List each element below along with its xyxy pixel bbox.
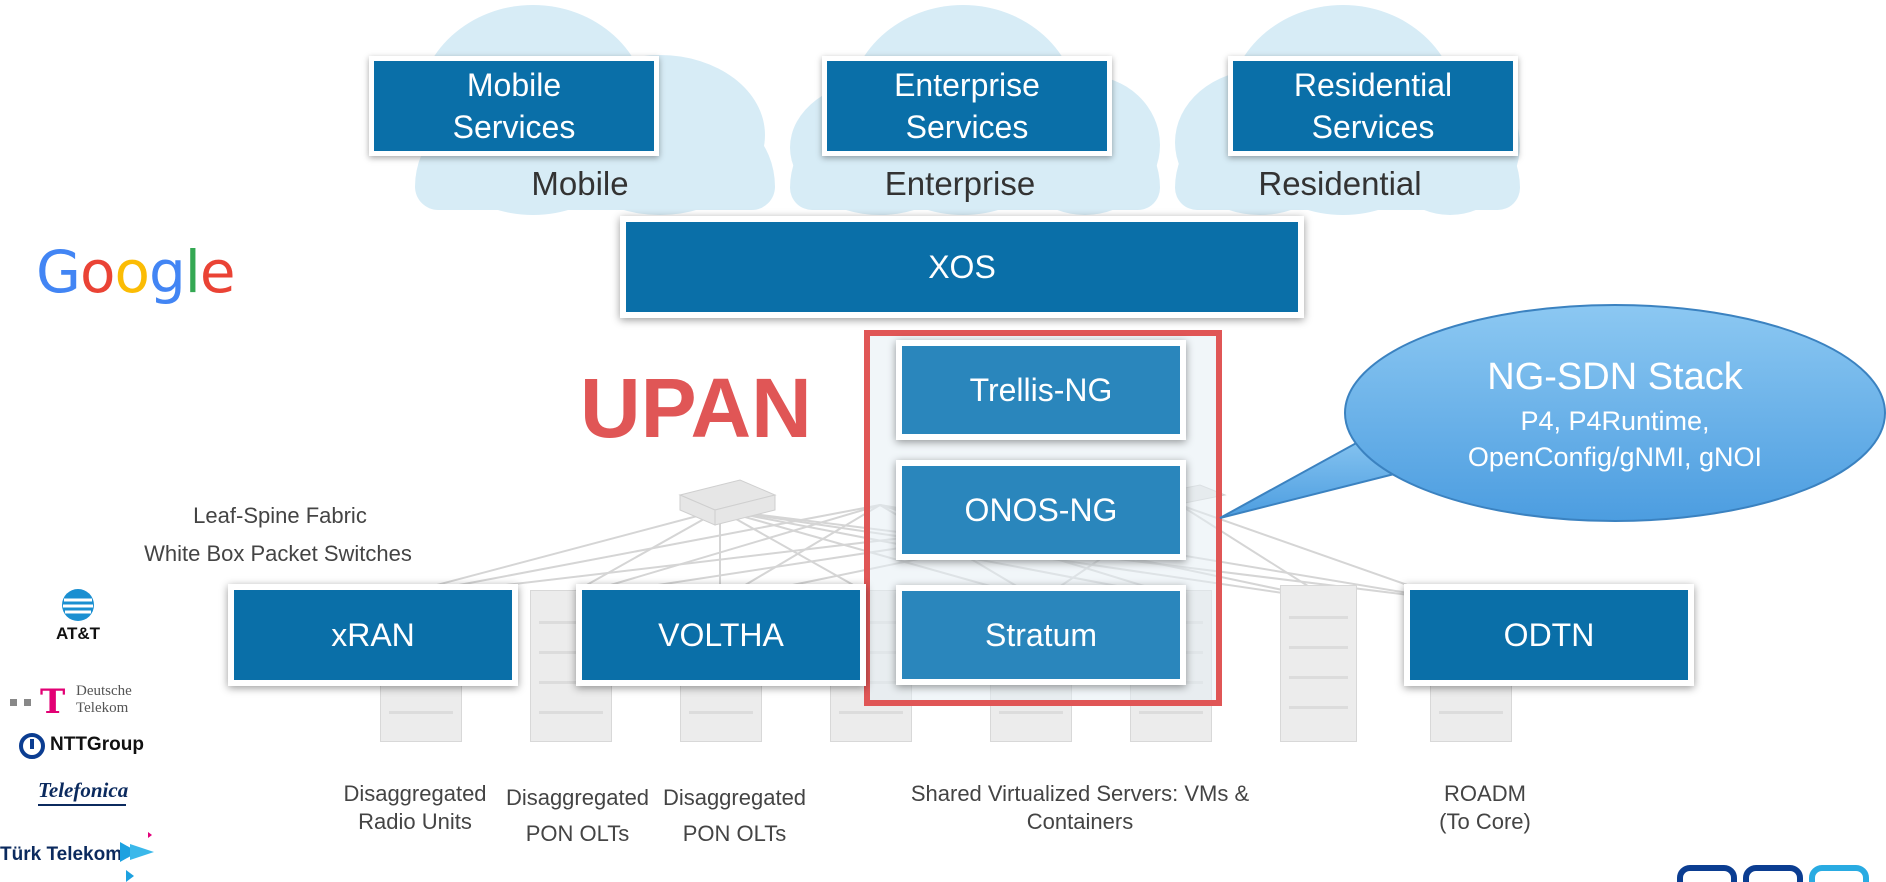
onos-ng-box: ONOS-NG: [896, 460, 1186, 560]
cloud-label-residential: Residential: [1258, 165, 1422, 202]
att-globe-icon: [62, 589, 94, 621]
caption-pon-olts-2: Disaggregated PON OLTs: [662, 785, 807, 846]
turk-telekom-arrow-icon: [120, 832, 154, 882]
spine-switch: [678, 479, 777, 526]
callout-title: NG-SDN Stack: [1487, 356, 1743, 398]
callout-line1: P4, P4Runtime,: [1520, 406, 1710, 436]
voltha-label: VOLTHA: [658, 616, 784, 653]
caption-roadm: ROADM (To Core): [1439, 781, 1531, 834]
cloud-label-mobile: Mobile: [531, 165, 629, 202]
cloud-label-enterprise: Enterprise: [884, 165, 1036, 202]
stratum-label: Stratum: [984, 616, 1098, 653]
callout-line2: OpenConfig/gNMI, gNOI: [1467, 442, 1763, 472]
trellis-ng-box: Trellis-NG: [896, 340, 1186, 440]
ng-sdn-callout: [1219, 304, 1886, 522]
enterprise-services-box: Enterprise Services: [822, 56, 1112, 156]
telekom-t-icon: T: [40, 682, 66, 722]
odtn-label: ODTN: [1503, 616, 1595, 653]
server-rack: [1280, 585, 1357, 742]
dt-line2: Telekom: [76, 700, 129, 716]
residential-services-label: Residential Services: [1293, 67, 1453, 145]
voltha-box: VOLTHA: [576, 584, 866, 686]
trellis-ng-label: Trellis-NG: [969, 371, 1113, 408]
att-text: AT&T: [55, 624, 101, 643]
upan-label: UPAN: [580, 361, 812, 455]
deutsche-telekom-logo: T Deutsche Telekom: [10, 683, 150, 719]
fabric-caption-line1: Leaf-Spine Fabric: [193, 503, 367, 528]
xran-label: xRAN: [331, 616, 415, 653]
corner-logo-partial: [1677, 865, 1869, 882]
ntt-text: NTTGroup: [50, 734, 144, 755]
xran-box: xRAN: [228, 584, 518, 686]
google-logo: Google: [36, 238, 236, 306]
att-logo: AT&T: [50, 588, 106, 644]
mobile-services-box: Mobile Services: [369, 56, 659, 156]
odtn-box: ODTN: [1404, 584, 1694, 686]
telefonica-logo: Telefonica: [38, 778, 158, 806]
stratum-box: Stratum: [896, 585, 1186, 685]
onos-ng-label: ONOS-NG: [964, 491, 1118, 528]
mobile-services-label: Mobile Services: [452, 67, 576, 145]
xos-label: XOS: [928, 248, 996, 285]
telefonica-text: Telefonica: [38, 778, 129, 802]
residential-services-box: Residential Services: [1228, 56, 1518, 156]
caption-radio-units: Disaggregated Radio Units: [343, 781, 487, 834]
turk-telekom-text: Türk Telekom: [0, 844, 123, 865]
turk-telekom-logo: Türk Telekom: [0, 832, 160, 882]
caption-shared-servers: Shared Virtualized Servers: VMs & Contai…: [910, 781, 1250, 834]
caption-pon-olts-1: Disaggregated PON OLTs: [505, 785, 650, 846]
dt-line1: Deutsche: [76, 683, 132, 699]
xos-box: XOS: [620, 216, 1304, 318]
fabric-caption-line2: White Box Packet Switches: [144, 541, 412, 566]
enterprise-services-label: Enterprise Services: [894, 67, 1040, 145]
ntt-mark-icon: [19, 733, 45, 759]
